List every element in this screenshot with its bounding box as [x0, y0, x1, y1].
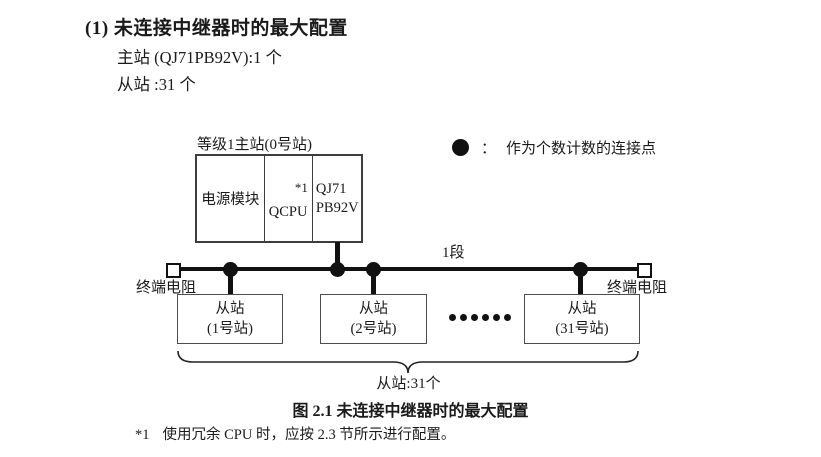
master-station-box: 电源模块 *1 QCPU QJ71 PB92V — [195, 154, 363, 243]
ellipsis-dot — [482, 314, 489, 321]
footnote: *1 使用冗余 CPU 时，应按 2.3 节所示进行配置。 — [135, 423, 455, 444]
connection-point-dot — [573, 262, 588, 277]
qj71-label-line1: QJ71 — [315, 180, 347, 197]
slave-station-2-box: 从站 (2号站) — [320, 294, 427, 344]
slave-count-brace — [177, 350, 639, 374]
legend: ： 作为个数计数的连接点 — [452, 137, 656, 158]
qcpu-cell: *1 QCPU — [265, 156, 313, 241]
ellipsis-dot — [460, 314, 467, 321]
slave3-drop-line — [578, 268, 583, 295]
terminating-resistor-left-icon — [166, 263, 181, 278]
qcpu-footnote-marker: *1 — [294, 180, 308, 195]
footnote-marker: *1 — [135, 427, 150, 443]
terminating-resistor-right-icon — [637, 263, 652, 278]
slave1-label: 从站 — [215, 300, 245, 317]
ellipsis-dot — [471, 314, 478, 321]
connection-dot-icon — [452, 139, 469, 156]
slave1-station-no: (1号站) — [207, 321, 253, 337]
slave-station-1-box: 从站 (1号站) — [177, 294, 283, 344]
terminating-resistor-right-label: 终端电阻 — [607, 280, 668, 296]
power-module-cell: 电源模块 — [197, 156, 265, 241]
spec-master-count: 主站 (QJ71PB92V):1 个 — [117, 48, 283, 67]
connection-point-dot — [223, 262, 238, 277]
slave2-label: 从站 — [359, 300, 388, 317]
section-heading: (1) 未连接中继器时的最大配置 — [85, 18, 348, 39]
ellipsis-dot — [449, 314, 456, 321]
legend-separator: ： — [481, 141, 497, 157]
power-module-label: 电源模块 — [201, 192, 260, 208]
slave31-station-no: (31号站) — [555, 321, 609, 337]
slave1-drop-line — [228, 268, 233, 295]
ellipsis-dots — [449, 314, 511, 321]
terminating-resistor-left-label: 终端电阻 — [136, 280, 197, 296]
ellipsis-dot — [504, 314, 511, 321]
qj71-label-line2: PB92V — [315, 199, 359, 216]
master-station-label: 等级1主站(0号站) — [197, 137, 312, 153]
master-drop-line — [335, 242, 340, 269]
footnote-text: 使用冗余 CPU 时，应按 2.3 节所示进行配置。 — [162, 427, 456, 443]
slave2-drop-line — [371, 268, 376, 295]
figure-caption: 图 2.1 未连接中继器时的最大配置 — [292, 403, 529, 420]
connection-point-dot — [366, 262, 381, 277]
bus-line — [176, 267, 639, 271]
legend-text: 作为个数计数的连接点 — [506, 141, 657, 157]
spec-slave-count: 从站 :31 个 — [117, 75, 196, 94]
slave31-label: 从站 — [567, 300, 597, 317]
slave2-station-no: (2号站) — [350, 321, 397, 337]
slave-total-label: 从站:31个 — [376, 376, 441, 392]
segment-label: 1段 — [442, 245, 465, 261]
qj71pb92v-cell: QJ71 PB92V — [313, 156, 361, 241]
qcpu-label: QCPU — [268, 204, 308, 220]
slave-station-31-box: 从站 (31号站) — [524, 294, 640, 344]
connection-point-dot — [330, 262, 345, 277]
ellipsis-dot — [493, 314, 500, 321]
